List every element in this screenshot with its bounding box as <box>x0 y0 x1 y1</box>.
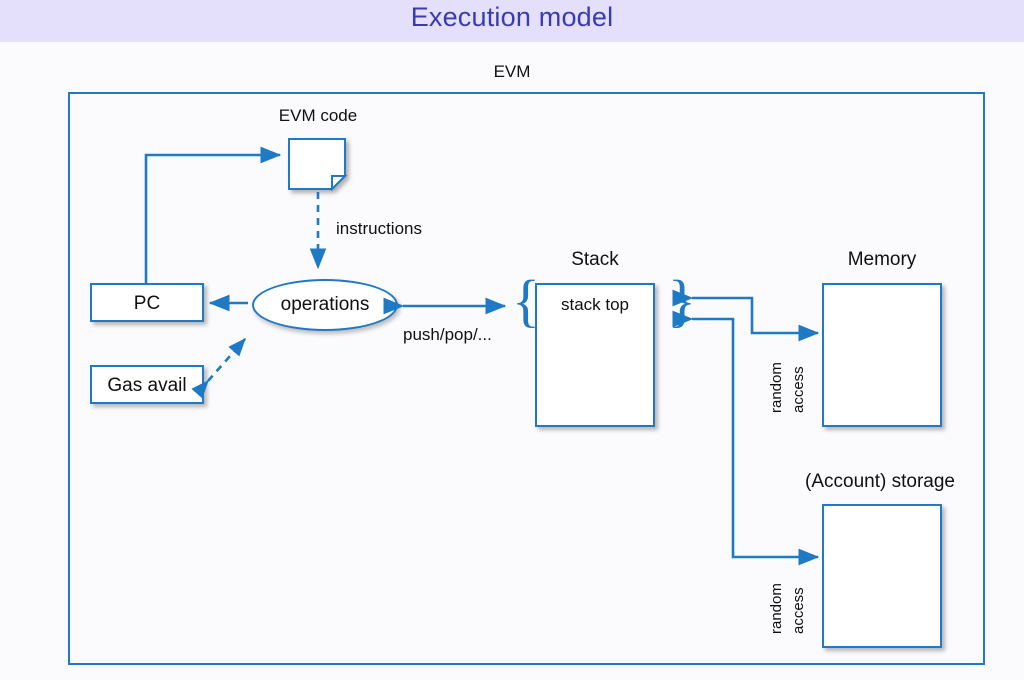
operations-ellipse[interactable]: operations <box>252 279 398 331</box>
stack-label: Stack <box>571 249 619 270</box>
instructions-edge-label: instructions <box>336 219 422 238</box>
evm-code-document[interactable] <box>288 138 348 192</box>
gas-avail-box[interactable]: Gas avail <box>90 365 204 404</box>
evm-frame-label: EVM <box>493 62 531 81</box>
page-title: Execution model <box>410 2 614 32</box>
storage-box[interactable] <box>822 504 942 648</box>
memory-access-label-line1: random <box>768 362 785 413</box>
storage-label: (Account) storage <box>805 471 955 492</box>
stack-top-label: stack top <box>560 295 630 314</box>
memory-box[interactable] <box>822 283 942 427</box>
storage-access-label-line1: random <box>768 583 785 634</box>
memory-label: Memory <box>847 249 917 270</box>
stack-left-brace: { <box>512 268 540 333</box>
pushpop-edge-label: push/pop/... <box>403 325 492 344</box>
stack-box[interactable]: stack top <box>535 283 655 427</box>
pc-label: PC <box>133 293 161 314</box>
pc-box[interactable]: PC <box>90 283 204 322</box>
evm-code-label: EVM code <box>278 106 358 125</box>
storage-access-label-line2: access <box>790 587 807 634</box>
gas-avail-label: Gas avail <box>107 375 187 396</box>
title-band <box>0 0 1024 42</box>
memory-access-label-line2: access <box>790 366 807 413</box>
operations-label: operations <box>280 294 370 315</box>
evm-frame <box>68 92 985 665</box>
stack-right-brace: } <box>668 268 696 333</box>
